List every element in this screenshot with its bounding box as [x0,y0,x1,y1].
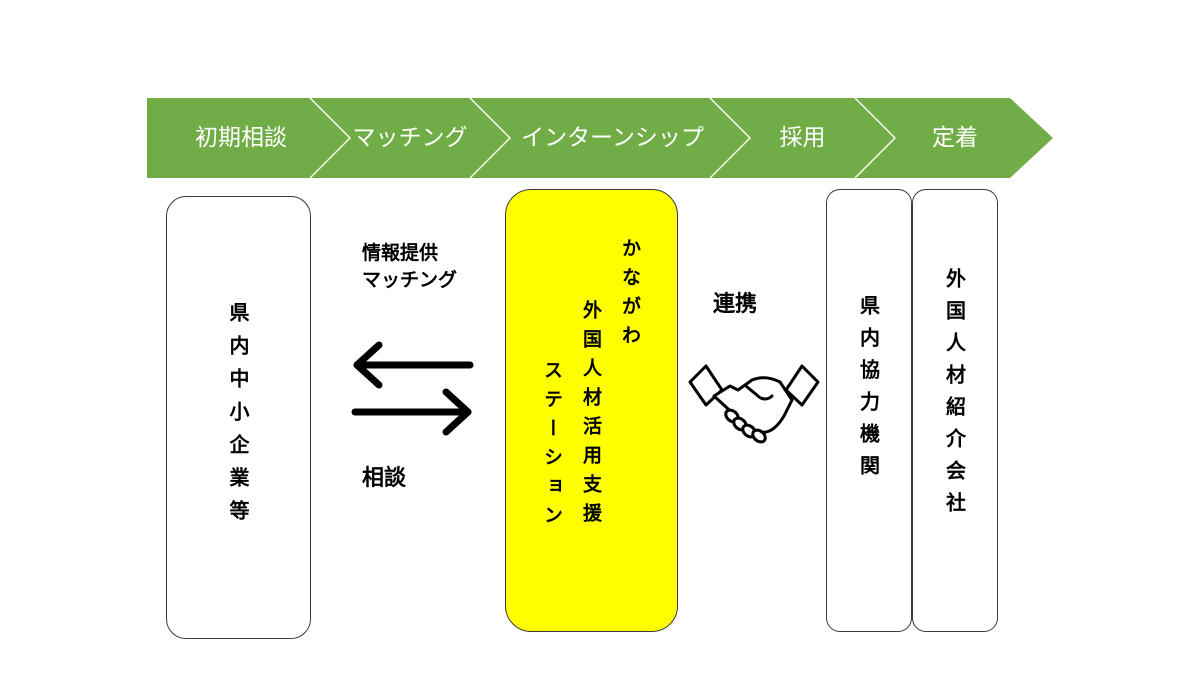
matching-label: マッチング [362,269,458,291]
flow-chevron-divider [854,97,896,179]
station-name-line2: 外国人材活用支援 [580,300,602,532]
sme-box-label: 県内中小企業等 [226,302,250,533]
consultation-label: 相談 [362,466,407,491]
partner-organizations-box: 県内協力機関 [826,189,912,632]
collaboration-label: 連携 [713,292,758,317]
flow-step-initial-consultation: 初期相談 [195,125,287,151]
flow-chevron-divider [469,97,511,179]
flow-chevron-divider [709,97,751,179]
flow-step-matching: マッチング [352,125,468,151]
sme-box: 県内中小企業等 [166,196,311,639]
flow-step-retention: 定着 [932,125,978,151]
exchange-top-label: 情報提供 マッチング [362,240,457,294]
flow-step-internship: インターンシップ [521,125,704,151]
bidirectional-arrows-icon [351,341,474,436]
recruitment-agencies-box: 外国人材紹介会社 [912,189,998,632]
flow-banner-background [147,98,1053,178]
flow-chevron-divider [309,97,351,179]
flow-step-hiring: 採用 [779,125,826,151]
station-name-line3: ステーション [541,360,563,534]
partner-organizations-label: 県内協力機関 [856,294,881,487]
recruitment-agencies-label: 外国人材紹介会社 [942,267,967,524]
info-provision-label: 情報提供 [362,242,439,264]
station-name-line1: かながわ [619,238,641,354]
handshake-icon [688,364,820,444]
kanagawa-support-station-box: ステーション 外国人材活用支援 かながわ [505,189,678,632]
